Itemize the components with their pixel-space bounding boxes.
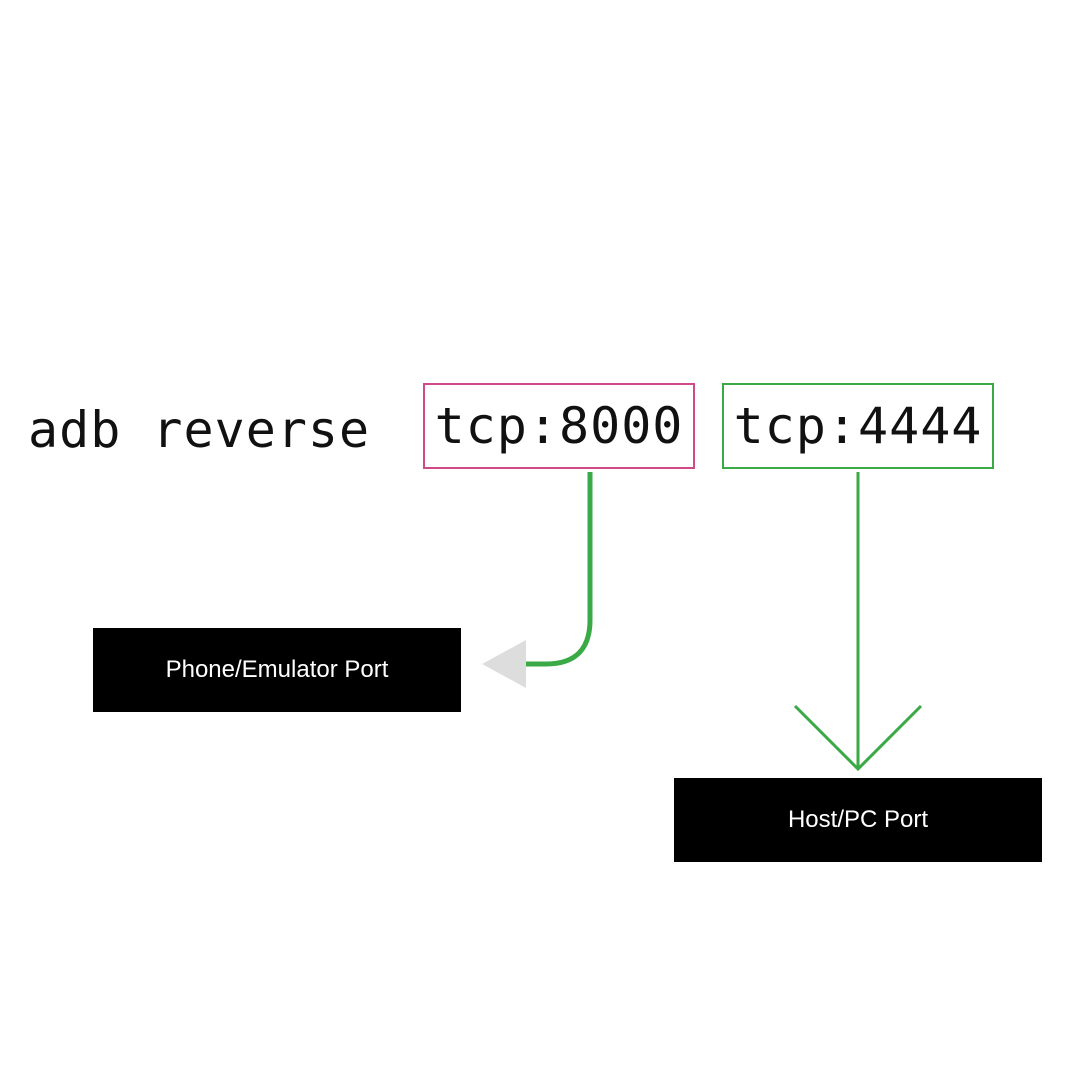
- phone-emulator-port-text: Phone/Emulator Port: [165, 656, 389, 683]
- host-pc-port-text: Host/PC Port: [787, 806, 929, 833]
- command-prefix: adb reverse: [28, 401, 371, 459]
- host-pc-port-label: Host/PC Port: [674, 778, 1042, 862]
- host-port-box: tcp:4444: [722, 383, 994, 469]
- phone-emulator-port-label: Phone/Emulator Port: [93, 628, 461, 712]
- device-port-box: tcp:8000: [423, 383, 695, 469]
- device-port-text: tcp:8000: [434, 397, 684, 455]
- host-port-text: tcp:4444: [733, 397, 983, 455]
